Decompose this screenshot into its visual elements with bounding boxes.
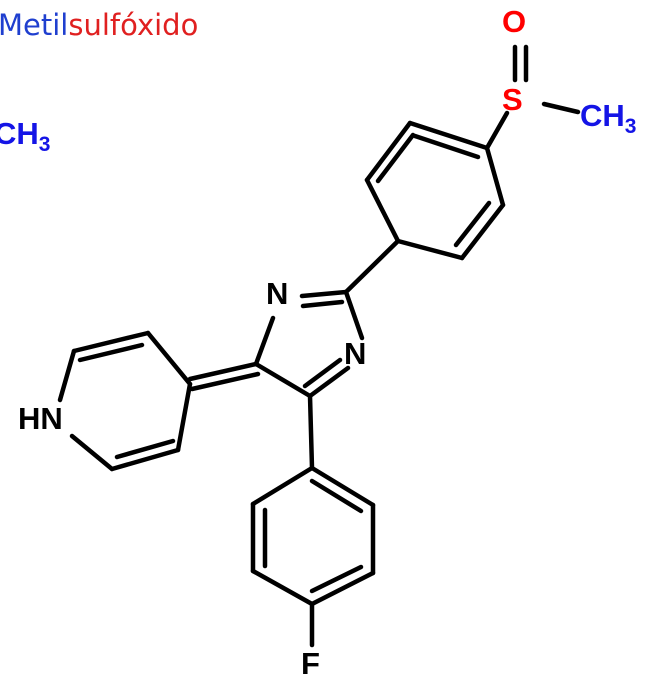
imidazole-bond bbox=[302, 357, 343, 389]
structure-caption: Metilsulfóxido bbox=[0, 8, 198, 42]
ring-bottom-bond bbox=[309, 570, 376, 607]
ring-top-inner bbox=[375, 132, 416, 184]
pyridine-bond bbox=[69, 433, 115, 472]
imidazole-bond bbox=[300, 299, 345, 309]
ring-top-bond bbox=[407, 120, 490, 151]
ring-top-bond bbox=[484, 145, 506, 208]
pyridine-bond bbox=[175, 381, 193, 453]
bond-imidazole-aryl bbox=[307, 393, 315, 471]
ring-bottom-inner bbox=[309, 564, 364, 594]
left-methyl-subscript: 3 bbox=[38, 133, 51, 156]
left-methyl-fragment: CH3 bbox=[0, 118, 50, 155]
imidazole-bond bbox=[343, 289, 365, 341]
ring-top-bond bbox=[395, 238, 465, 261]
pyridine-bond bbox=[109, 447, 181, 472]
atom-nitrogen-lower: N bbox=[344, 336, 367, 371]
methyl-text: CH bbox=[580, 98, 625, 133]
atom-oxygen: O bbox=[502, 4, 527, 39]
ring-top-bond bbox=[364, 177, 401, 244]
imidazole-bond bbox=[307, 365, 351, 399]
bond-c-s bbox=[484, 110, 510, 151]
exocyclic-double bbox=[187, 361, 259, 382]
ring-bottom-inner bbox=[309, 478, 364, 514]
exocyclic-double bbox=[189, 371, 261, 392]
ring-bottom-bond bbox=[250, 568, 315, 607]
ring-top-bond bbox=[364, 120, 413, 183]
caption-suffix: sulfóxido bbox=[68, 8, 199, 42]
bond-aryl-imidazole bbox=[343, 238, 401, 295]
pyridine-bond bbox=[57, 348, 77, 403]
ring-top-bond bbox=[459, 202, 506, 261]
ring-top-inner bbox=[453, 200, 492, 248]
imidazole-bond bbox=[253, 315, 276, 367]
atom-sulfur: S bbox=[502, 82, 523, 117]
ring-bottom-bond bbox=[250, 465, 315, 507]
pyridine-bond bbox=[114, 438, 176, 460]
atom-nitrogen-upper: N bbox=[266, 276, 289, 311]
imidazole-bond bbox=[299, 289, 349, 299]
pyridine-bond bbox=[145, 330, 193, 387]
left-methyl-text: CH bbox=[0, 116, 39, 151]
pyridine-bond bbox=[71, 330, 151, 354]
atom-nh: HN bbox=[18, 401, 63, 436]
atom-fluorine: F bbox=[301, 646, 320, 681]
imidazole-bond bbox=[253, 361, 313, 399]
pyridine-bond bbox=[77, 342, 145, 363]
atom-methyl: CH3 bbox=[580, 100, 636, 137]
ring-bottom-bond bbox=[309, 465, 376, 508]
methyl-subscript: 3 bbox=[624, 115, 637, 138]
ring-top-inner bbox=[412, 133, 481, 160]
bond-s-ch3 bbox=[541, 101, 581, 115]
bond-lines bbox=[57, 44, 581, 648]
caption-prefix: Metil bbox=[0, 8, 69, 42]
